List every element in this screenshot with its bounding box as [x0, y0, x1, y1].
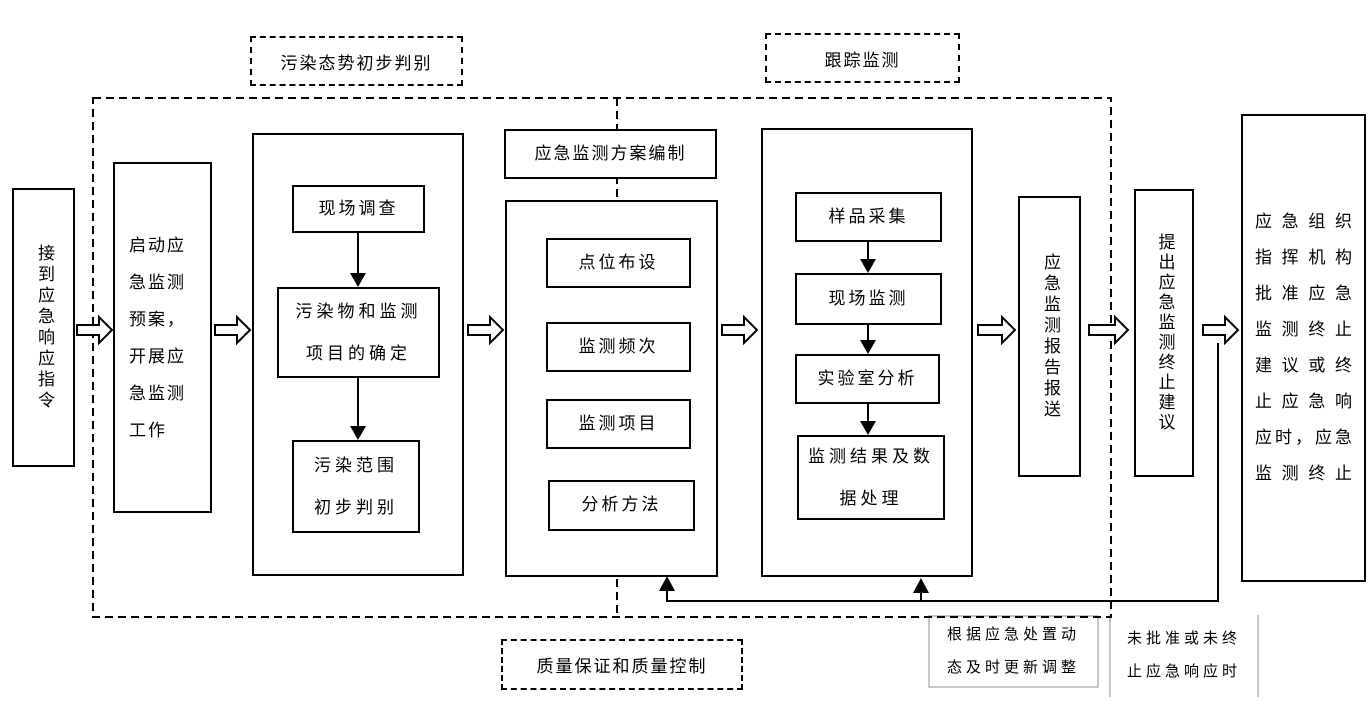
label-tracking-monitoring-text: 跟踪监测 [824, 50, 901, 70]
node-termination-condition: 应急组织 指挥机构 批准应急 监测终止 建议或终 止应急响 应时，应急 监测终止 [1241, 114, 1366, 582]
node-lab-analysis: 实验室分析 [795, 354, 940, 404]
node-field-monitoring-text: 现场监测 [828, 288, 909, 308]
node-analysis-method: 分析方法 [548, 480, 695, 531]
node-receive-instruction: 接到应急响应指令 [12, 188, 75, 467]
node-termination-condition-text: 应急组织 指挥机构 批准应急 监测终止 建议或终 止应急响 应时，应急 监测终止 [1255, 212, 1352, 483]
node-termination-proposal: 提出应急监测终止建议 [1134, 189, 1194, 477]
label-pollution-assessment: 污染态势初步判别 [250, 36, 463, 86]
label-tracking-monitoring: 跟踪监测 [765, 33, 960, 83]
node-plan-header: 应急监测方案编制 [504, 129, 717, 179]
node-monitoring-items: 监测项目 [546, 399, 691, 449]
node-results-data-processing: 监测结果及数 据处理 [797, 435, 945, 520]
node-field-monitoring: 现场监测 [795, 273, 942, 325]
node-start-monitoring-plan: 启动应 急监测 预案， 开展应 急监测 工作 [113, 162, 212, 513]
node-point-layout: 点位布设 [546, 238, 691, 288]
node-report-submission: 应急监测报告报送 [1018, 196, 1081, 477]
node-site-survey-text: 现场调查 [318, 198, 399, 218]
node-monitoring-frequency-text: 监测频次 [578, 336, 659, 356]
node-lab-analysis-text: 实验室分析 [817, 368, 918, 388]
node-pollution-scope: 污染范围 初步判别 [292, 440, 420, 533]
note-dynamic-adjust: 根据应急处置动 态及时更新调整 [946, 626, 1080, 676]
node-plan-header-text: 应急监测方案编制 [534, 143, 687, 163]
node-receive-instruction-text: 接到应急响应指令 [34, 243, 54, 412]
node-site-survey: 现场调查 [292, 185, 425, 233]
node-point-layout-text: 点位布设 [578, 252, 659, 272]
node-monitoring-items-text: 监测项目 [578, 413, 659, 433]
dynamic-adjust-note-border [928, 615, 1099, 688]
node-report-submission-text: 应急监测报告报送 [1040, 252, 1060, 421]
label-pollution-assessment-text: 污染态势初步判别 [280, 53, 433, 73]
node-pollutant-and-items: 污染物和监测 项目的确定 [277, 287, 440, 378]
label-qa-qc: 质量保证和质量控制 [501, 639, 743, 690]
node-sample-collection-text: 样品采集 [828, 206, 909, 226]
node-termination-proposal-text: 提出应急监测终止建议 [1155, 233, 1175, 433]
node-analysis-method-text: 分析方法 [581, 495, 662, 515]
node-sample-collection: 样品采集 [795, 192, 942, 242]
node-monitoring-frequency: 监测频次 [546, 322, 691, 372]
note-not-approved: 未批准或未终 止应急响应时 [1126, 631, 1241, 680]
label-qa-qc-text: 质量保证和质量控制 [536, 657, 708, 676]
